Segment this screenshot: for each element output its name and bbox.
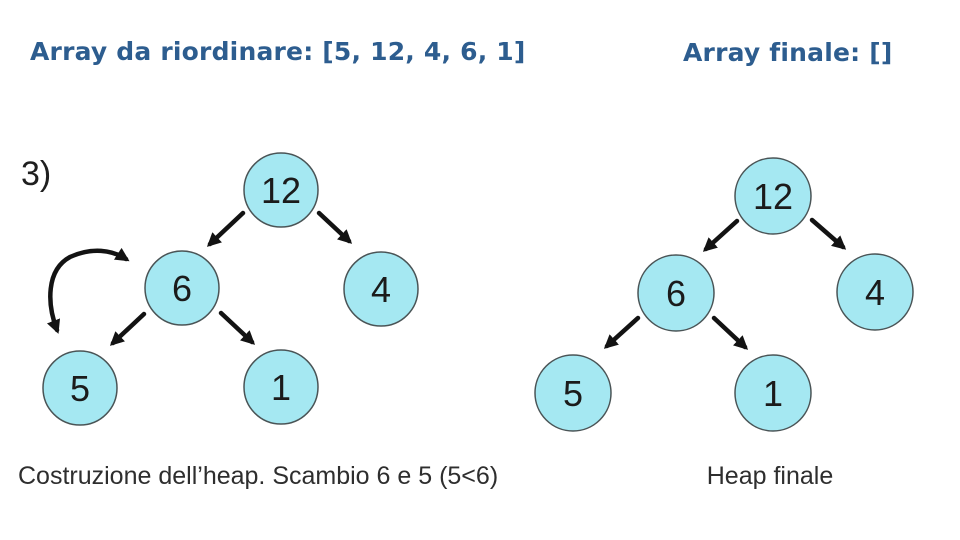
right-node-circle-leftright	[734, 354, 812, 432]
right-node-value-root: 12	[753, 176, 793, 217]
left-node-value-left: 6	[172, 268, 192, 309]
left-edge-root-to-right-icon	[316, 210, 353, 244]
right-node-value-leftleft: 5	[563, 373, 583, 414]
left-node-value-right: 4	[371, 269, 391, 310]
left-node-circle-leftleft	[42, 350, 118, 426]
right-heap-tree: 12 6 4 5 1	[534, 157, 914, 432]
source-array-label: Array da riordinare: [5, 12, 4, 6, 1]	[30, 37, 526, 66]
left-node-circle-right	[343, 251, 419, 327]
right-node-circle-right	[836, 253, 914, 331]
right-node-value-leftright: 1	[763, 373, 783, 414]
left-node-value-leftright: 1	[271, 367, 291, 408]
left-node-circle-root	[243, 152, 319, 228]
right-node-circle-left	[637, 254, 715, 332]
left-node-value-root: 12	[261, 170, 301, 211]
right-edge-left-to-leftright-icon	[711, 315, 749, 350]
left-edge-root-to-left-icon	[206, 210, 246, 247]
left-edge-left-to-leftright-icon	[218, 310, 256, 345]
left-node-value-leftleft: 5	[70, 368, 90, 409]
final-array-label: Array finale: []	[683, 38, 893, 67]
right-node-value-left: 6	[666, 273, 686, 314]
right-node-circle-leftleft	[534, 354, 612, 432]
right-node-circle-root	[734, 157, 812, 235]
left-node-circle-leftright	[243, 349, 319, 425]
left-heap-tree: 12 6 4 5 1	[42, 152, 419, 426]
swap-curved-arrow-icon	[46, 247, 130, 334]
left-tree-caption: Costruzione dell’heap. Scambio 6 e 5 (5<…	[18, 462, 499, 490]
right-edge-left-to-leftleft-icon	[603, 315, 641, 349]
right-node-value-right: 4	[865, 272, 885, 313]
left-edge-left-to-leftleft-icon	[109, 311, 147, 346]
step-number-label: 3)	[21, 155, 52, 193]
right-edge-root-to-right-icon	[809, 217, 847, 250]
left-node-circle-left	[144, 250, 220, 326]
right-edge-root-to-left-icon	[702, 218, 740, 252]
right-tree-caption: Heap finale	[706, 462, 834, 490]
